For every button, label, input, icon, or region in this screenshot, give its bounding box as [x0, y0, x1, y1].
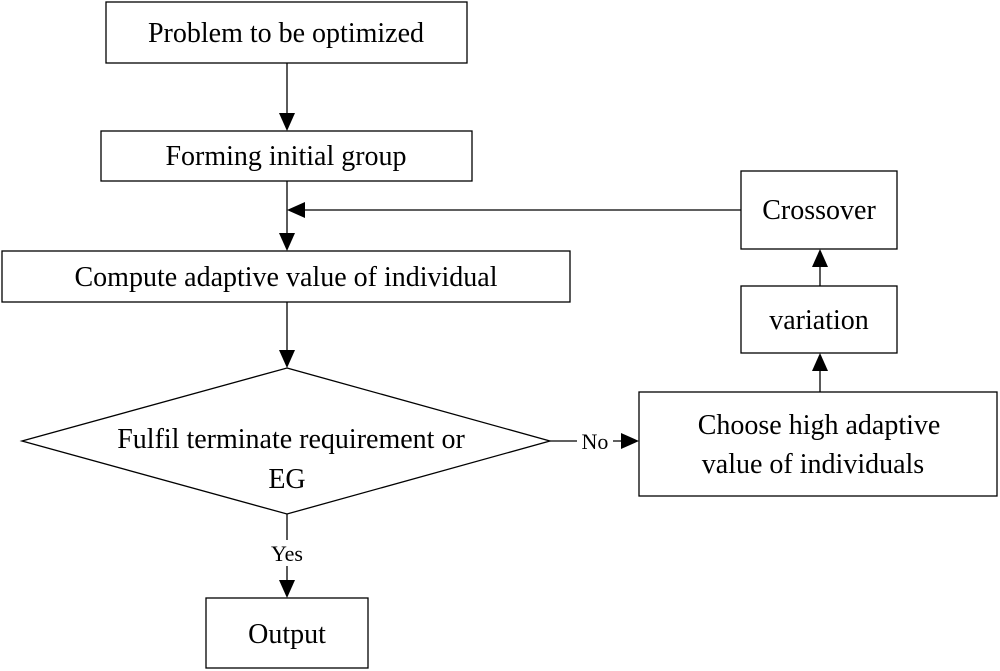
node-problem: Problem to be optimized — [105, 1, 468, 64]
decision-label-line2: EG — [268, 464, 305, 495]
crossover-label: Crossover — [762, 195, 876, 226]
node-forming: Forming initial group — [100, 130, 473, 182]
crossover-box — [740, 170, 898, 250]
arrowhead-compute — [279, 233, 295, 251]
choose-box — [638, 391, 998, 497]
node-compute: Compute adaptive value of individual — [1, 250, 571, 303]
arrowhead-loop — [287, 202, 305, 218]
choose-label-line2: value of individuals — [702, 449, 924, 480]
edge-label-no-group: No — [577, 428, 613, 454]
problem-label: Problem to be optimized — [148, 18, 424, 49]
problem-box — [105, 1, 468, 64]
edge-label-yes-group: Yes — [262, 540, 312, 566]
variation-box — [740, 285, 898, 354]
forming-box — [100, 130, 473, 182]
edge-label-no-bg — [577, 428, 613, 454]
edge-label-no: No — [582, 429, 609, 454]
output-label: Output — [248, 619, 326, 650]
arrowhead-decision — [279, 350, 295, 368]
arrowhead-choose — [621, 433, 639, 449]
node-crossover: Crossover — [740, 170, 898, 250]
decision-diamond — [19, 367, 553, 515]
choose-label-line1: Choose high adaptive — [698, 410, 941, 441]
arrowhead-output — [279, 580, 295, 598]
connectors — [279, 63, 828, 598]
arrowhead-variation — [812, 353, 828, 371]
node-variation: variation — [740, 285, 898, 354]
node-decision: Fulfil terminate requirement or EG — [19, 367, 553, 515]
arrowhead-crossover — [812, 249, 828, 267]
node-output: Output — [205, 597, 369, 669]
node-choose: Choose high adaptive value of individual… — [638, 391, 998, 497]
arrowhead-forming — [279, 113, 295, 131]
output-box — [205, 597, 369, 669]
variation-label: variation — [769, 305, 869, 336]
compute-box — [1, 250, 571, 303]
compute-label: Compute adaptive value of individual — [74, 262, 497, 293]
forming-label: Forming initial group — [165, 141, 406, 172]
decision-label-line1: Fulfil terminate requirement or — [117, 424, 465, 455]
edge-label-yes-bg — [262, 540, 312, 566]
edge-label-yes: Yes — [271, 541, 303, 566]
